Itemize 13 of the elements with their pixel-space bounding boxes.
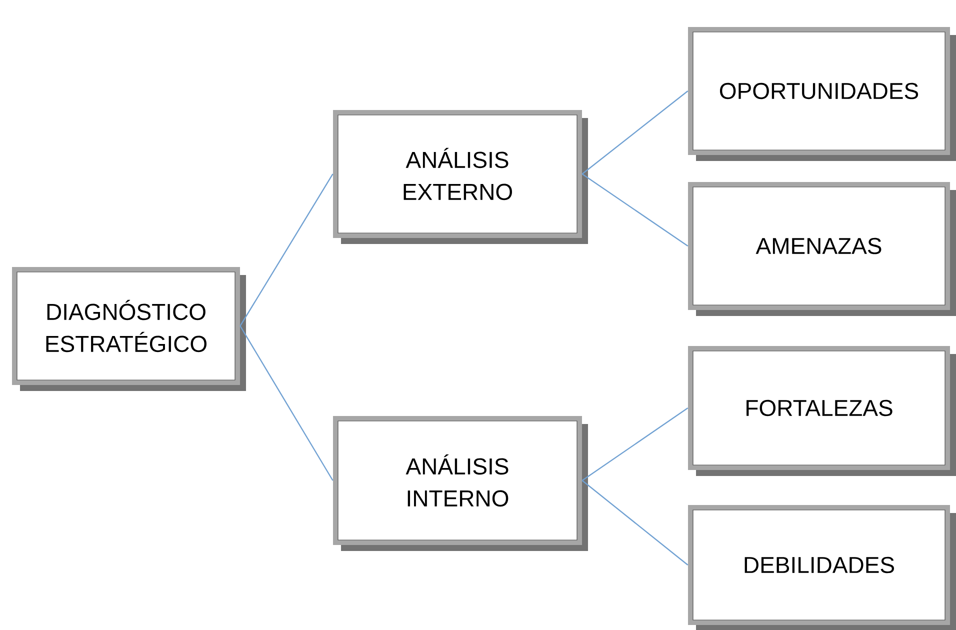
- connector-line: [240, 326, 334, 481]
- connector-line: [582, 174, 688, 246]
- connector-line: [582, 480, 688, 566]
- text-box: OPORTUNIDADES: [688, 27, 956, 161]
- connector-line: [582, 90, 688, 174]
- text-box: ANÁLISIS EXTERNO: [333, 110, 588, 244]
- connector-line: [240, 174, 334, 326]
- text-box: FORTALEZAS: [688, 346, 956, 476]
- text-box: DIAGNÓSTICO ESTRATÉGICO: [12, 267, 246, 391]
- text-box: DEBILIDADES: [688, 505, 956, 630]
- connector-line: [582, 408, 688, 481]
- text-box: ANÁLISIS INTERNO: [333, 416, 588, 551]
- text-box: AMENAZAS: [688, 182, 956, 316]
